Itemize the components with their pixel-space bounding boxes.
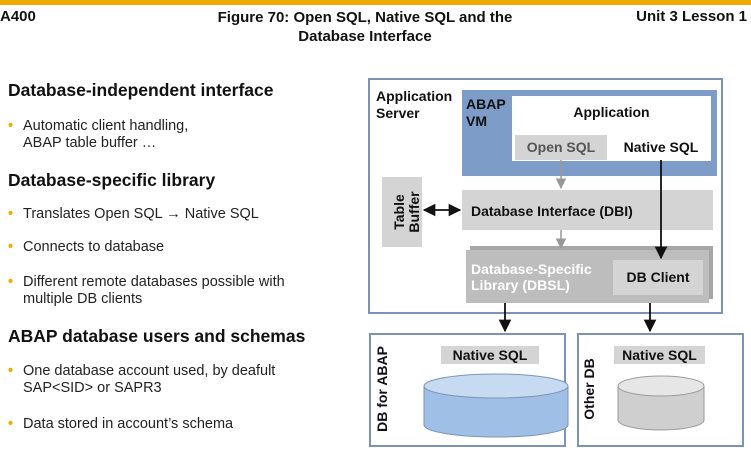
native-sql-box	[615, 135, 707, 160]
bullet-remote-dbs: • Different remote databases possible wit…	[8, 274, 285, 308]
db-abap-native-sql-label: Native SQL	[452, 347, 528, 363]
application-label: Application	[573, 104, 650, 120]
section-title-db-independent: Database-independent interface	[8, 80, 274, 100]
db-abap-native-sql-box	[441, 346, 539, 364]
bullet-client-handling: • Automatic client handling,ABAP table bu…	[8, 118, 188, 152]
course-code: A400	[0, 8, 36, 25]
db-for-abap-cylinder	[423, 373, 569, 438]
figure-title-line1: Figure 70: Open SQL, Native SQL and the	[217, 9, 513, 26]
bullet-dot: •	[8, 118, 14, 134]
figure-title-line2: Database Interface	[298, 28, 432, 45]
db-client-label: DB Client	[626, 269, 690, 285]
section-title-users-schemas: ABAP database users and schemas	[8, 326, 306, 346]
db-client-box	[613, 260, 703, 295]
unit-lesson: Unit 3 Lesson 1	[636, 8, 747, 25]
open-sql-label: Open SQL	[526, 139, 596, 155]
open-sql-box	[515, 135, 607, 160]
other-db-native-sql-box	[614, 346, 705, 364]
bullet-text: Connects to database	[23, 239, 165, 255]
bullet-dot: •	[8, 239, 14, 255]
dbi-box	[462, 190, 713, 230]
top-accent-bar	[0, 0, 751, 5]
bullet-schema: • Data stored in account’s schema	[8, 416, 233, 433]
bullet-text: Data stored in account’s schema	[23, 416, 234, 432]
bullet-text: Translates Open SQL → Native SQL	[23, 206, 259, 222]
section-title-db-specific: Database-specific library	[8, 170, 216, 190]
figure-title: Figure 70: Open SQL, Native SQL and the …	[170, 8, 560, 46]
bullet-translates: • Translates Open SQL → Native SQL	[8, 206, 259, 223]
bullet-dot: •	[8, 206, 14, 222]
bullet-connects: • Connects to database	[8, 239, 164, 256]
bullet-dot: •	[8, 416, 14, 432]
other-db-cylinder	[617, 375, 705, 431]
dbi-label: Database Interface (DBI)	[471, 203, 633, 219]
bullet-text: Different remote databases possible with…	[23, 274, 285, 307]
table-buffer-box	[382, 177, 422, 247]
bullet-dot: •	[8, 363, 14, 379]
bullet-text: Automatic client handling,ABAP table buf…	[23, 118, 189, 151]
other-db-native-sql-label: Native SQL	[622, 347, 697, 363]
bullet-dot: •	[8, 274, 14, 290]
native-sql-label: Native SQL	[623, 139, 699, 155]
